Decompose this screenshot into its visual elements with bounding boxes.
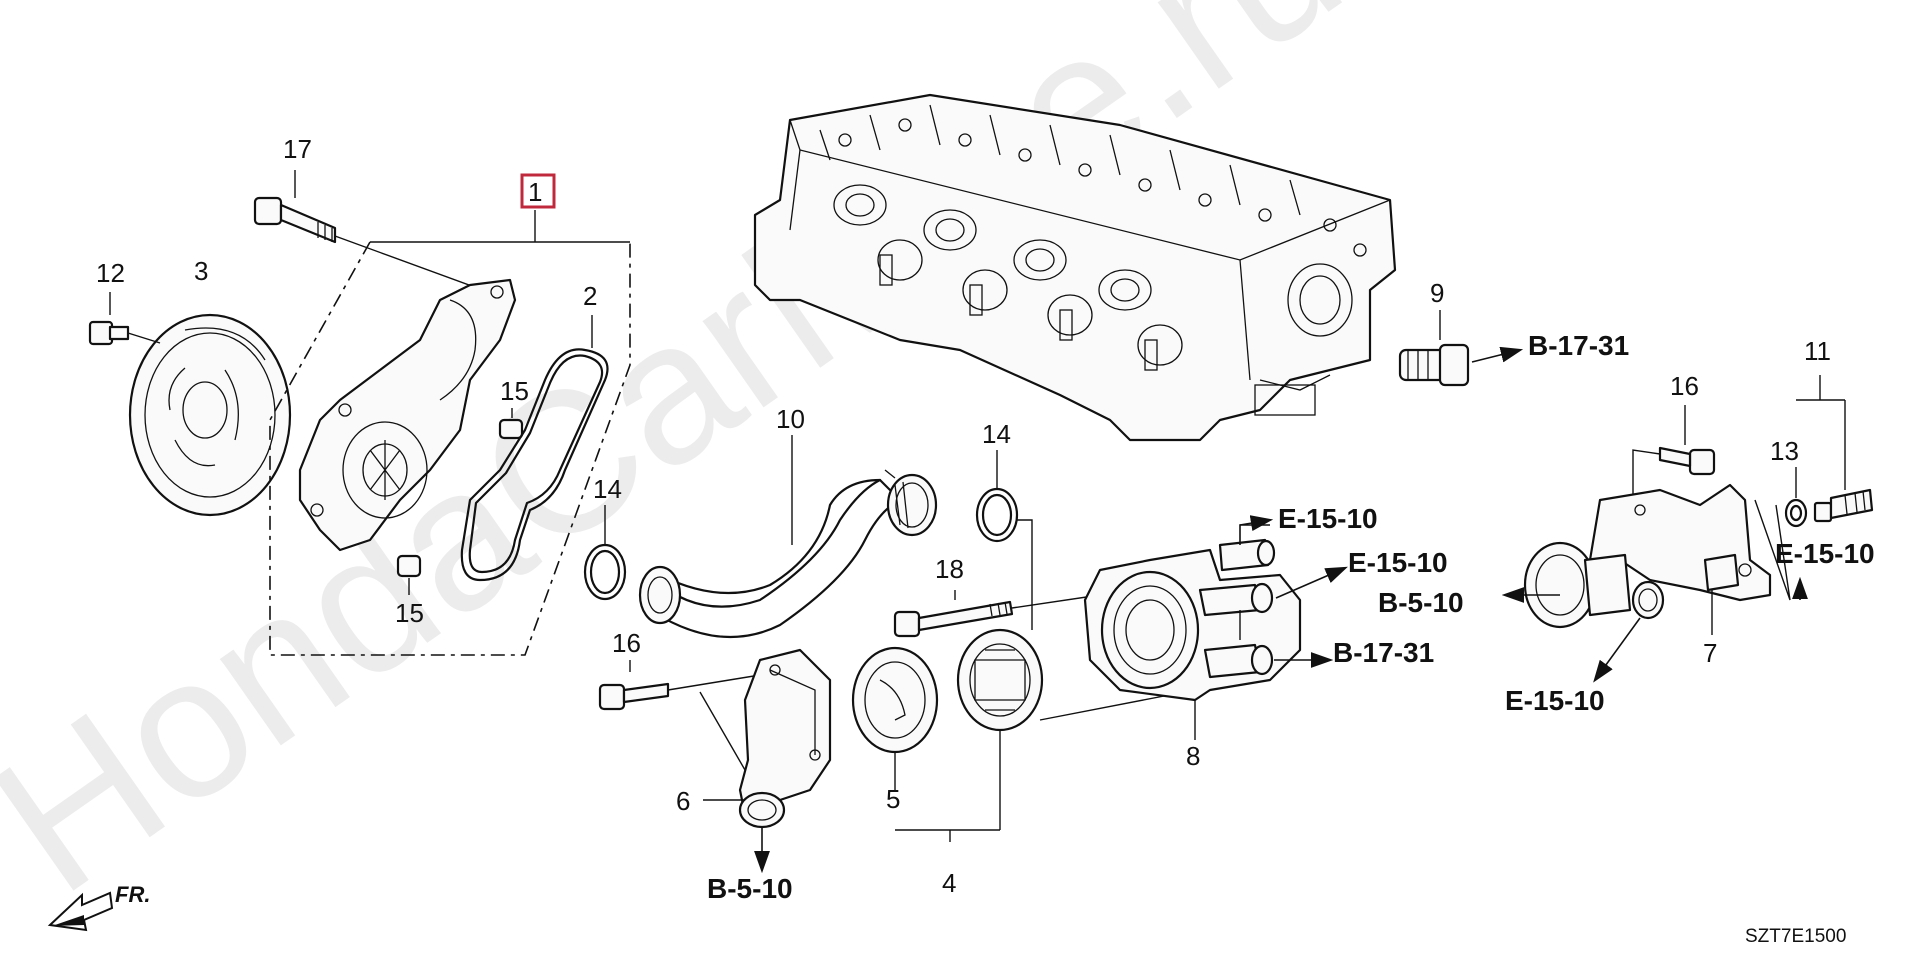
diagram-code: SZT7E1500 [1745,926,1846,947]
label-part-4: 4 [942,868,956,898]
label-part-14-right: 14 [982,419,1011,449]
label-part-6: 6 [676,786,690,816]
label-part-12: 12 [96,258,125,288]
label-part-15-upper: 15 [500,376,529,406]
assembly-bracket-1 [269,241,631,656]
part-16-bolt-right [1658,405,1716,476]
part-8-thermostat-housing [1083,538,1302,740]
part-9-fitting [1398,310,1470,387]
part-14-oring-left [583,505,627,601]
label-part-17: 17 [283,134,312,164]
label-part-1: 1 [528,177,542,207]
part-12-bolt [88,292,130,346]
label-part-14-left: 14 [593,474,622,504]
fr-label: FR. [115,882,150,907]
label-part-10: 10 [776,404,805,434]
ref-b-17-31-top[interactable]: B-17-31 [1528,330,1629,361]
label-part-15-lower: 15 [395,598,424,628]
ref-e-15-10-a[interactable]: E-15-10 [1278,503,1378,534]
part-1-water-pump [298,278,517,552]
ref-e-15-10-bottom[interactable]: E-15-10 [1505,685,1605,716]
label-part-11: 11 [1804,336,1831,366]
part-2-gasket [460,315,609,582]
part-13-washer [1784,467,1808,528]
part-3-pulley [128,313,292,517]
cylinder-head [753,93,1397,442]
part-5-seal [851,646,939,790]
part-18-bolt [893,590,1014,638]
part-17-bolt [253,170,337,244]
part-11-sensor [1813,400,1874,523]
front-direction-arrow [47,891,114,932]
label-part-2: 2 [583,281,597,311]
part-6-thermostat-cover [738,648,832,829]
part-16-bolt-left [598,660,670,711]
label-part-9: 9 [1430,278,1444,308]
label-part-3: 3 [194,256,208,286]
label-part-16-right: 16 [1670,371,1699,401]
label-part-5: 5 [886,784,900,814]
part-15-dowel-upper [498,408,524,440]
label-part-7: 7 [1703,638,1717,668]
label-part-13: 13 [1770,436,1799,466]
part-7-water-outlet [1523,483,1772,635]
highlight-box-1 [520,173,556,209]
ref-b-17-31-mid[interactable]: B-17-31 [1333,637,1434,668]
label-part-16-left: 16 [612,628,641,658]
part-14-oring-right [975,450,1033,630]
ref-e-15-10-b[interactable]: E-15-10 [1348,547,1448,578]
label-part-18: 18 [935,554,964,584]
ref-e-15-10-right[interactable]: E-15-10 [1775,538,1875,569]
ref-b-5-10-bottom[interactable]: B-5-10 [707,873,793,904]
label-part-8: 8 [1186,741,1200,771]
part-15-dowel-lower [396,554,422,595]
part-4-thermostat [956,628,1044,830]
ref-b-5-10-mid[interactable]: B-5-10 [1378,587,1464,618]
part-10-hose [638,435,938,639]
